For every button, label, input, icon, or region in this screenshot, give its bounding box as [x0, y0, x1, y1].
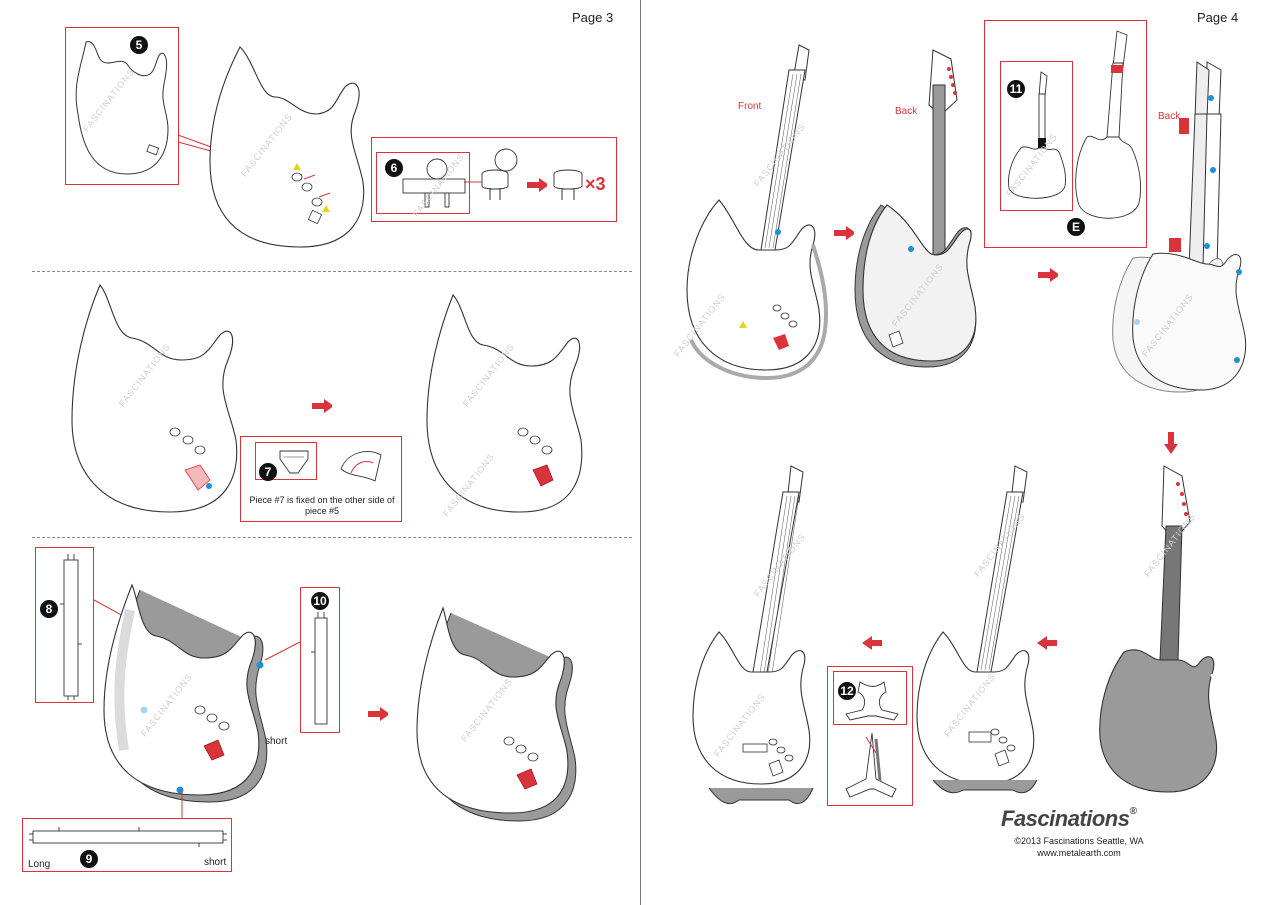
brand-name: Fascinations: [1001, 806, 1130, 831]
step-6-piece-frame: 6: [376, 152, 470, 214]
back-label: Back: [895, 106, 918, 117]
down-arrow-icon: [1164, 432, 1178, 454]
knob-finished-icon: [553, 169, 583, 200]
guitar-on-stand: [916, 465, 1038, 794]
step-9-leader-line: [181, 790, 183, 818]
side-strip-piece-icon: [60, 554, 82, 700]
step-12-callout: 12: [827, 666, 913, 806]
guitar-front-view: [686, 44, 829, 381]
knob-piece-folding-icon: [464, 148, 518, 200]
step-8-number: 8: [40, 600, 58, 618]
guitar-back-view: [854, 49, 977, 368]
step-10-leader-line: [264, 641, 301, 661]
step-5-callout: 5: [65, 27, 179, 185]
marker-e: E: [1067, 218, 1085, 236]
step-12-piece-frame: 12: [833, 671, 907, 725]
instruction-page-4: Page 4 Front Back 11: [640, 0, 1280, 905]
instruction-page-3: Page 3 5 6: [22, 10, 632, 872]
step-7-callout: 7 Piece #7 is fixed on the other side of…: [240, 436, 402, 522]
step-11-callout: 11 E: [984, 20, 1147, 248]
step-5-number: 5: [130, 36, 148, 54]
page-number: Page 4: [1197, 10, 1239, 25]
step-7-note: Piece #7 is fixed on the other side of p…: [249, 495, 395, 516]
pickguard-piece-icon: [279, 450, 309, 474]
brand-logo: Fascinations®: [1001, 806, 1137, 832]
long-strip-piece-icon: [29, 827, 227, 847]
long-label: Long: [28, 859, 51, 870]
guitar-body-assembly-1: [209, 46, 365, 248]
knob-piece-flat-icon: [402, 158, 466, 208]
website-text: www.metalearth.com: [1037, 848, 1121, 858]
step-7-piece-frame: 7: [255, 442, 317, 481]
guitar-body-piece-icon: [75, 41, 169, 175]
left-arrow-icon: [862, 636, 882, 650]
copyright-text: ©2013 Fascinations Seattle, WA: [1014, 836, 1144, 846]
guitar-final-view: [692, 465, 814, 804]
quantity-label: ×3: [585, 174, 606, 194]
step-11-number: 11: [1007, 80, 1025, 98]
guitar-body-result-2: [416, 606, 577, 822]
right-arrow-icon: [527, 178, 547, 192]
step-12-number: 12: [838, 682, 856, 700]
step-10-number: 10: [311, 592, 329, 610]
guitar-body-result-1: [426, 293, 583, 513]
guitar-exploded-view: [1112, 61, 1247, 393]
pickguard-folding-icon: [340, 451, 382, 482]
page-number: Page 3: [572, 10, 614, 25]
step-6-number: 6: [385, 159, 403, 177]
guitar-body-assembly-3: [103, 583, 268, 803]
stand-piece-icon: [845, 681, 899, 721]
section-divider: [32, 271, 632, 272]
step-7-number: 7: [259, 463, 277, 481]
step-11-piece-frame: 11: [1000, 61, 1073, 211]
right-arrow-icon: [1038, 268, 1058, 282]
back-label-2: Back: [1158, 111, 1181, 122]
neck-assembly-icon: [1075, 30, 1142, 219]
step-9-number: 9: [80, 850, 98, 868]
right-arrow-icon: [834, 226, 854, 240]
right-arrow-icon: [312, 399, 332, 413]
step-10-callout: 10: [300, 587, 340, 733]
side-strip-short-icon: [311, 612, 328, 725]
step-8-callout: 8: [35, 547, 94, 703]
step-9-callout: 9 Long short: [22, 818, 232, 872]
section-divider: [32, 537, 632, 538]
neck-strip-piece-icon: [1008, 71, 1066, 199]
stand-assembled-icon: [845, 732, 897, 798]
front-label: Front: [738, 101, 762, 112]
left-arrow-icon: [1037, 636, 1057, 650]
registered-mark: ®: [1129, 806, 1137, 817]
step-6-callout: 6 ×3: [371, 137, 617, 222]
short-label: short: [265, 736, 288, 747]
short-label-2: short: [204, 857, 227, 868]
guitar-finished-back: [1099, 465, 1225, 798]
right-arrow-icon: [368, 707, 388, 721]
guitar-body-assembly-2: [71, 283, 238, 513]
